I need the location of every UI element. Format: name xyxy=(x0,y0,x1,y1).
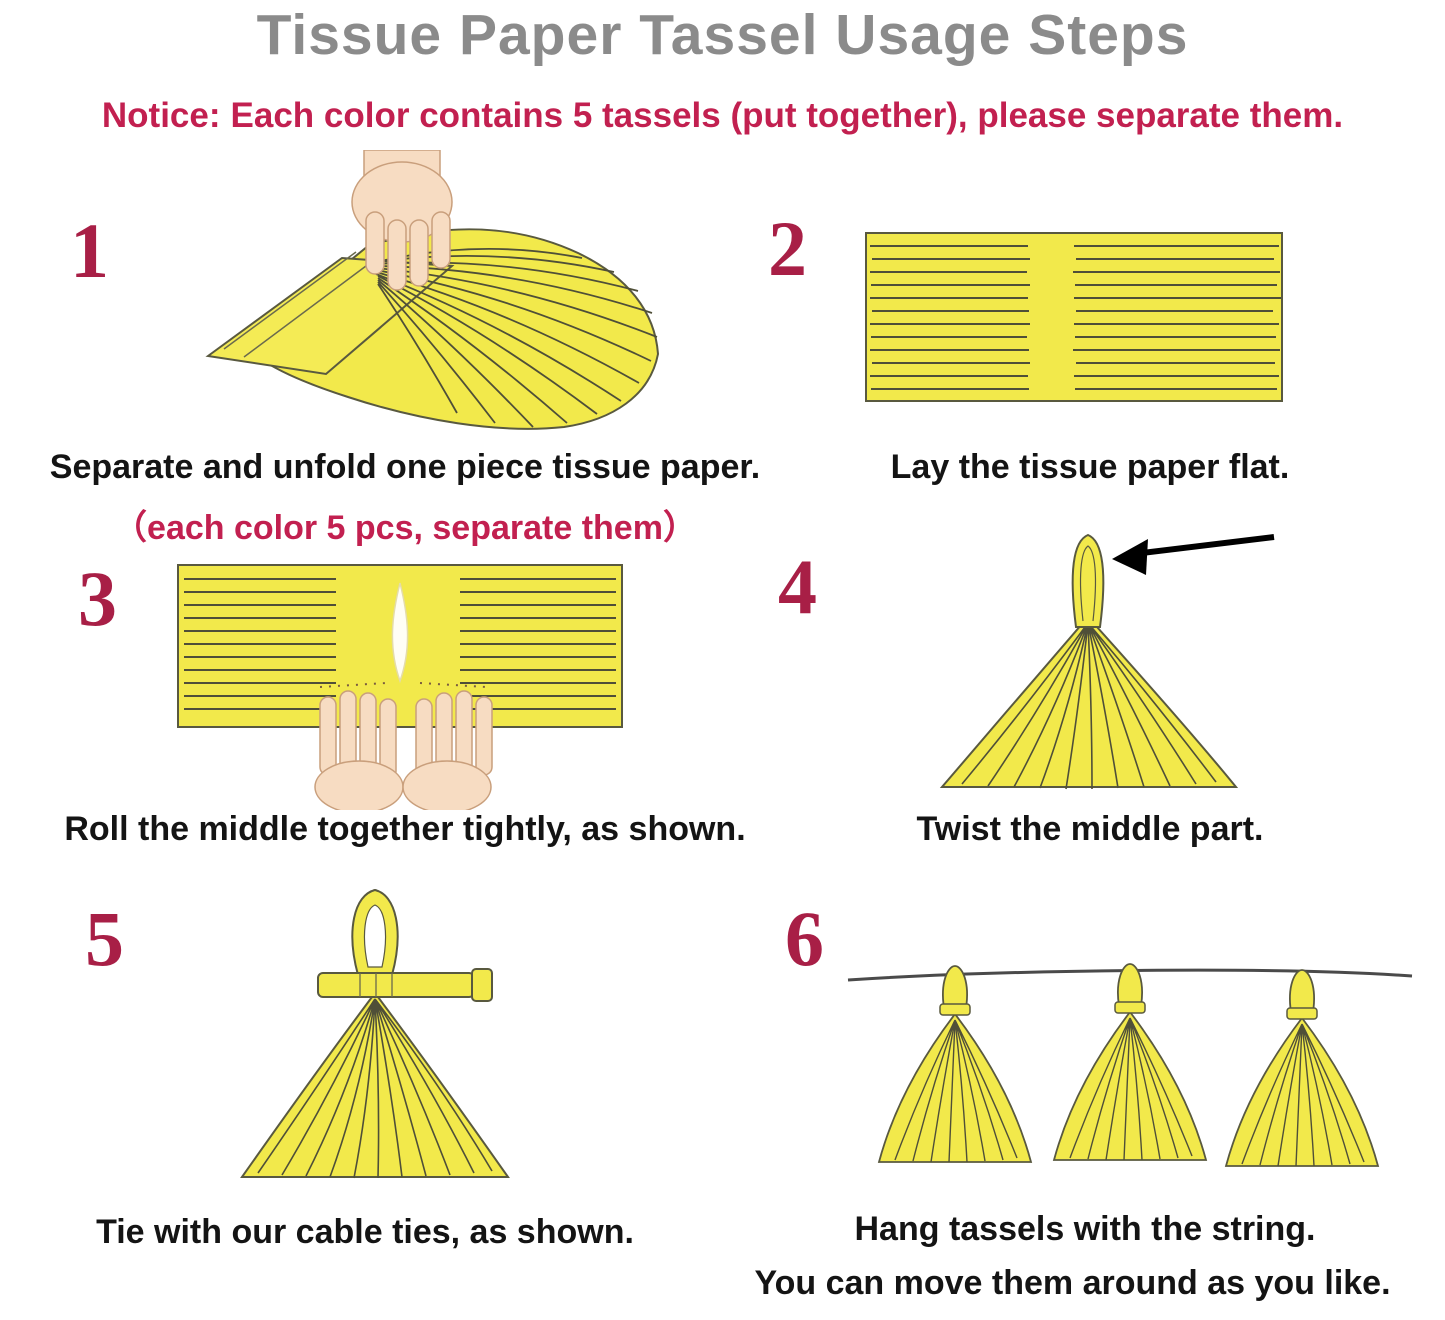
step6-number: 6 xyxy=(785,895,824,982)
step4-illustration xyxy=(880,495,1280,805)
arrow-icon xyxy=(1112,534,1275,575)
step3-illustration xyxy=(170,555,640,810)
step5-caption: Tie with our cable ties, as shown. xyxy=(96,1213,634,1251)
step2-caption: Lay the tissue paper flat. xyxy=(890,448,1290,486)
step6-caption: Hang tassels with the string. xyxy=(854,1210,1316,1248)
notice-label: Notice: xyxy=(101,96,221,135)
step4-caption: Twist the middle part. xyxy=(916,810,1264,848)
right-hand-icon xyxy=(402,682,493,810)
step1-illustration xyxy=(150,150,670,440)
left-hand-icon xyxy=(314,682,404,810)
step3-drawing xyxy=(177,564,623,810)
step1-number: 1 xyxy=(70,207,109,294)
step4-drawing xyxy=(939,533,1275,790)
cable-tie xyxy=(317,968,493,1002)
hand-icon xyxy=(351,150,453,291)
hanging-tassel-3 xyxy=(1225,969,1379,1167)
twisted-tassel xyxy=(939,533,1239,790)
tied-tassel xyxy=(240,888,510,1179)
step4-number: 4 xyxy=(778,543,817,630)
hanging-tassel-2 xyxy=(1053,963,1207,1161)
step5-drawing xyxy=(240,888,510,1179)
step6-drawing xyxy=(847,963,1413,1167)
step1-subcaption: （each color 5 pcs, separate them） xyxy=(113,509,697,547)
page-title: Tissue Paper Tassel Usage Steps xyxy=(256,3,1189,67)
flat-tissue-paper xyxy=(865,232,1283,402)
step6-illustration xyxy=(840,930,1420,1190)
step5-illustration xyxy=(180,875,570,1205)
fringed-tissue-paper xyxy=(177,564,623,728)
step3-caption: Roll the middle together tightly, as sho… xyxy=(64,810,746,848)
step5-number: 5 xyxy=(85,895,124,982)
step2-illustration xyxy=(860,225,1290,410)
step1-caption: Separate and unfold one piece tissue pap… xyxy=(49,448,761,486)
hanging-tassel-1 xyxy=(878,965,1032,1163)
step2-number: 2 xyxy=(768,205,807,292)
step6-caption-line2: You can move them around as you like. xyxy=(754,1264,1391,1302)
step3-number: 3 xyxy=(78,555,117,642)
step1-drawing xyxy=(205,150,660,430)
notice: Notice:Each color contains 5 tassels (pu… xyxy=(0,96,1445,136)
notice-text: Each color contains 5 tassels (put toget… xyxy=(230,96,1344,135)
step2-drawing xyxy=(865,232,1283,402)
